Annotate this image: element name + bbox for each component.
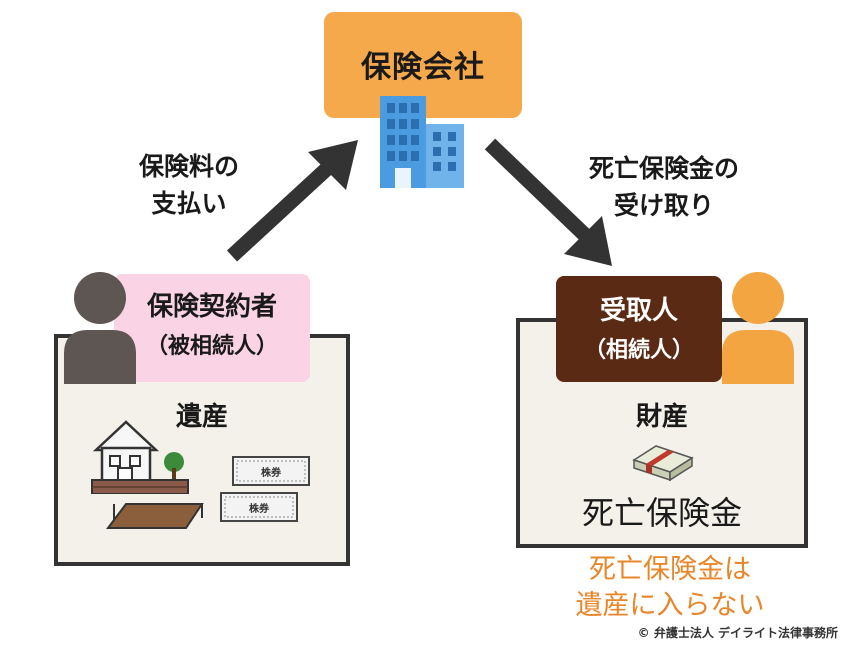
- benefit-label-line2: 受け取り: [613, 191, 714, 220]
- premium-payment-label: 保険料の 支払い: [100, 148, 278, 222]
- person-icon: [64, 272, 136, 384]
- recipient-sub: （相続人）: [583, 338, 694, 363]
- house-icon: [91, 420, 189, 494]
- copyright: © 弁護士法人 デイライト法律事務所: [637, 626, 838, 640]
- recipient-box: [556, 276, 722, 382]
- cash-bundle-icon: [632, 445, 694, 482]
- death-benefit-item: 死亡保険金: [581, 494, 742, 532]
- stock-certificate-icon: 株券: [232, 456, 310, 486]
- recipient-role: 受取人: [599, 296, 678, 326]
- insurance-company-label: 保険会社: [361, 50, 485, 85]
- arrow-down-right-icon: [484, 138, 612, 266]
- note-text: 死亡保険金は 遺産に入らない: [520, 552, 820, 624]
- contractor-sub: （被相続人）: [145, 334, 278, 359]
- benefit-label-line1: 死亡保険金の: [588, 154, 739, 183]
- contractor-box: [114, 274, 310, 382]
- premium-label-line1: 保険料の: [138, 152, 239, 181]
- land-icon: [106, 503, 204, 529]
- stock-certificate-icon: 株券: [220, 492, 298, 522]
- stock-certificate-label: 株券: [261, 468, 281, 479]
- note-line2: 遺産に入らない: [575, 590, 765, 621]
- benefit-receipt-label: 死亡保険金の 受け取り: [540, 150, 788, 224]
- building-icon: [380, 96, 464, 188]
- note-line1: 死亡保険金は: [589, 554, 751, 585]
- contractor-role: 保険契約者: [146, 292, 277, 322]
- estate-title: 遺産: [175, 402, 228, 432]
- premium-label-line2: 支払い: [151, 189, 227, 218]
- arrow-up-right-icon: [226, 140, 358, 262]
- property-title: 財産: [635, 402, 688, 432]
- person-icon: [722, 272, 794, 384]
- stock-certificate-label: 株券: [249, 504, 269, 515]
